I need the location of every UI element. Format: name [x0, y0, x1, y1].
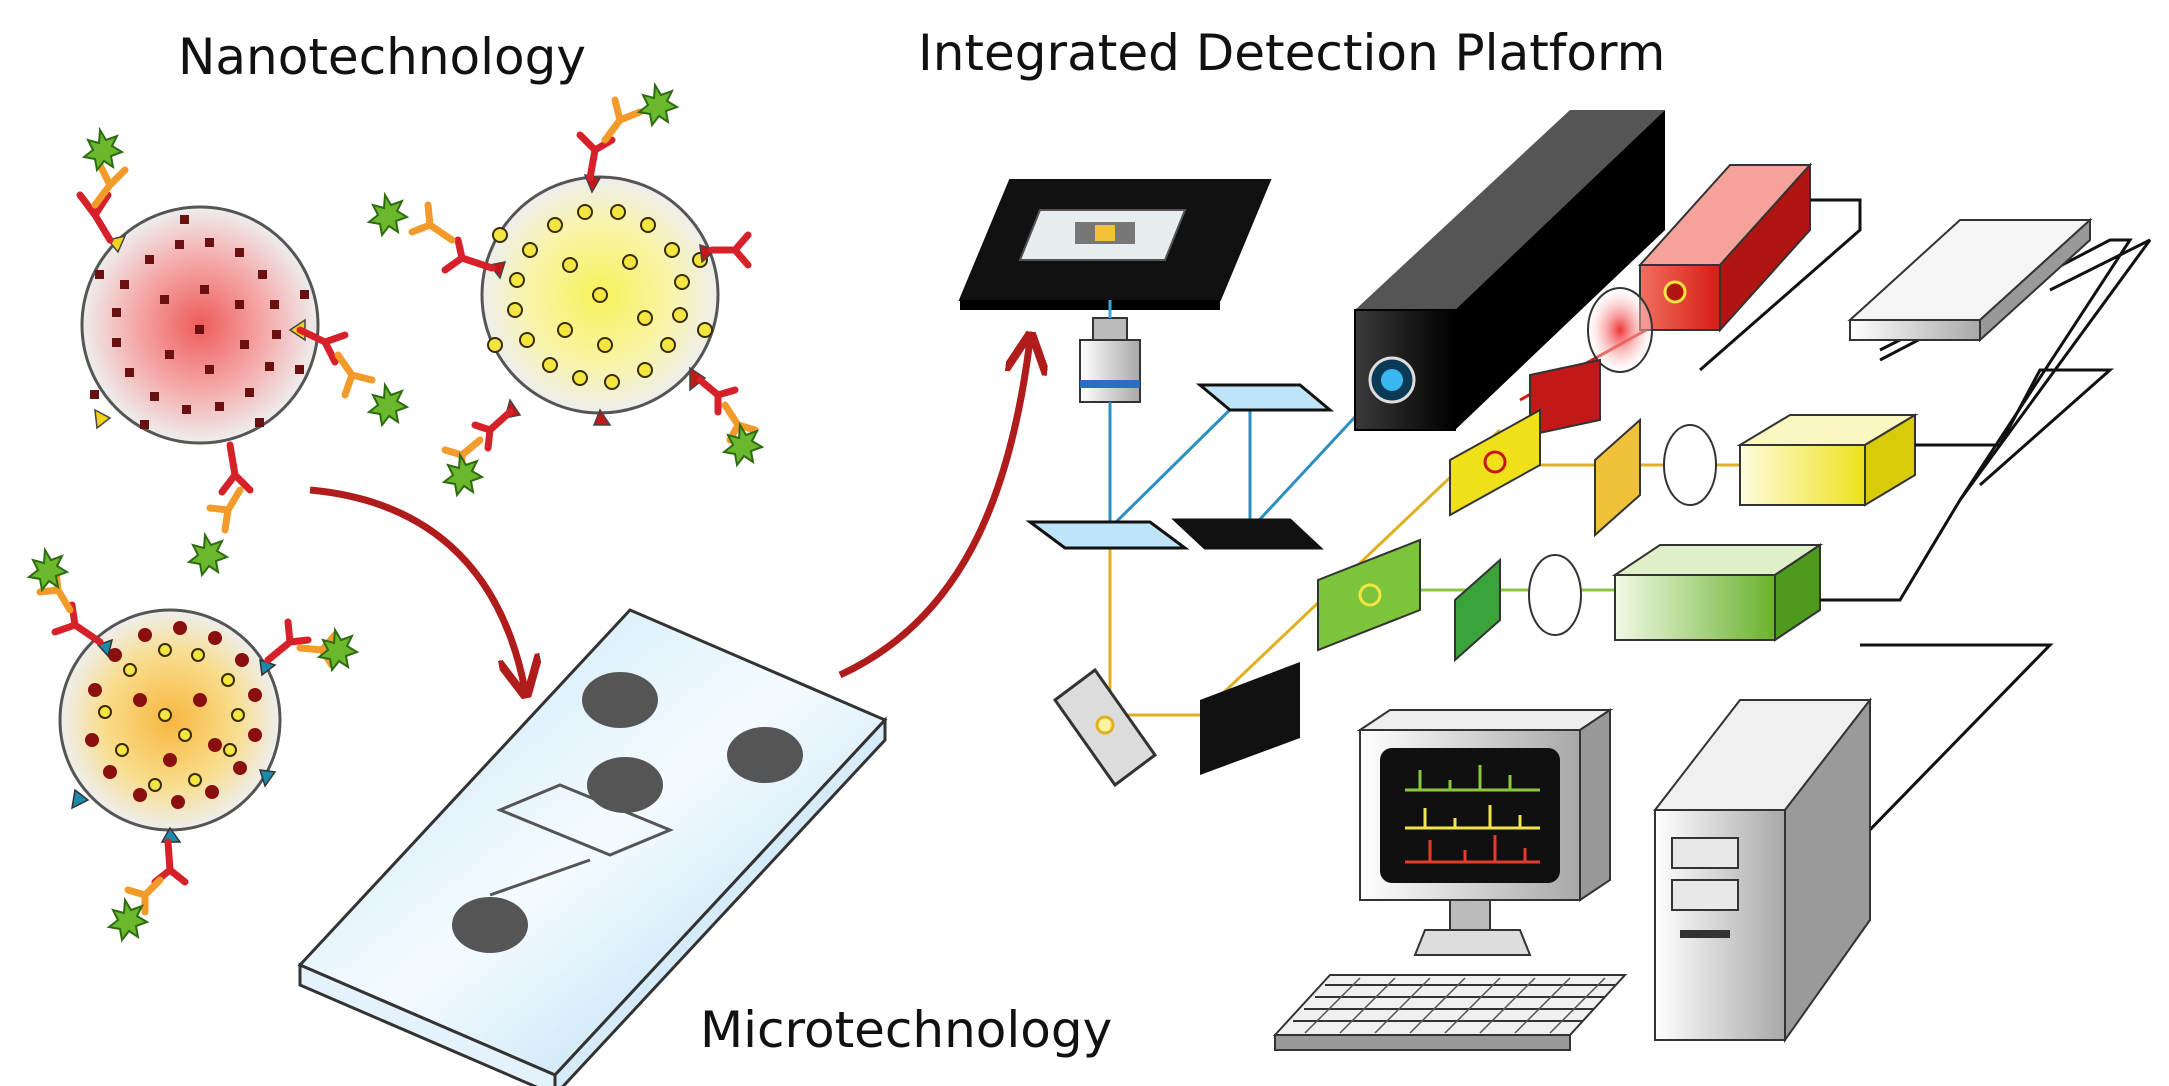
- green-channel: [1317, 538, 1824, 663]
- integrated-platform-label: Integrated Detection Platform: [918, 24, 1666, 82]
- sample-stage: [958, 179, 1272, 310]
- nanoparticle-orange: [58, 608, 282, 843]
- nanoparticle-red: [80, 205, 320, 445]
- antigen-stars: [26, 81, 765, 943]
- objective-lens: [1079, 300, 1141, 403]
- microtechnology-label: Microtechnology: [700, 1001, 1113, 1059]
- laser-box: [1529, 162, 1813, 437]
- yellow-channel: [1449, 408, 1919, 538]
- nanoparticle-yellow: [480, 173, 720, 426]
- spectrometer-box: [1847, 217, 2093, 343]
- camera-box: [1354, 110, 1665, 431]
- monitor: [1356, 708, 1614, 956]
- nanotechnology-label: Nanotechnology: [178, 28, 586, 86]
- arrow-nano-to-micro: [309, 486, 525, 690]
- antibody-group-1: [76, 161, 376, 534]
- dichroic-mirrors: [1025, 383, 1335, 788]
- keyboard: [1272, 974, 1628, 1051]
- monitor-spectra: [1405, 765, 1540, 864]
- arrow-micro-to-platform: [838, 340, 1030, 679]
- microfluidic-chip: [297, 608, 888, 1086]
- computer-tower: [1652, 697, 1873, 1044]
